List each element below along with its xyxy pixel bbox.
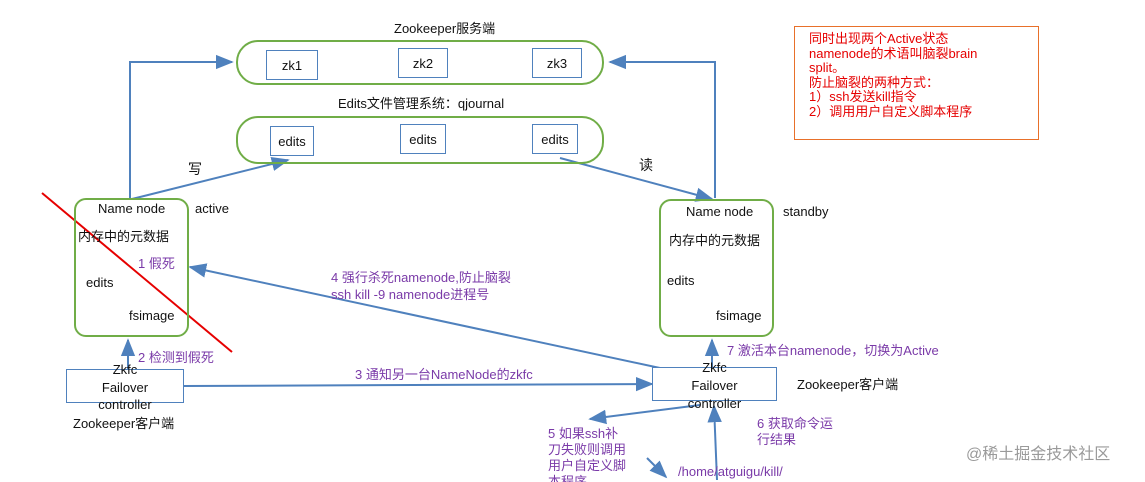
- script-path-label: /home/atguigu/kill/: [678, 464, 783, 479]
- arrow-active-to-zookeeper: [129, 54, 234, 198]
- qjournal-container: [236, 116, 604, 164]
- left-zkfc-line3: controller: [98, 397, 152, 412]
- zookeeper-server-title: Zookeeper服务端: [394, 21, 496, 36]
- edits-node-2: edits: [400, 124, 446, 154]
- edits-node-3-label: edits: [541, 131, 569, 147]
- active-state-label: active: [195, 201, 229, 216]
- active-fsimage-label: fsimage: [129, 308, 175, 323]
- edits-node-3: edits: [532, 124, 578, 154]
- step2-label: 2 检测到假死: [138, 350, 214, 365]
- zk2-label: zk2: [412, 55, 434, 71]
- zk1-label: zk1: [281, 57, 303, 73]
- zk1-node: zk1: [266, 50, 318, 80]
- arrow-call-script: [588, 404, 701, 425]
- note-line-1: 同时出现两个Active状态: [809, 31, 949, 46]
- active-metadata-label: 内存中的元数据: [78, 229, 170, 244]
- right-zkfc-line1: Zkfc: [702, 360, 727, 375]
- active-namenode-title: Name node: [98, 201, 166, 216]
- zk3-label: zk3: [546, 55, 568, 71]
- arrow-script-result: [707, 404, 722, 481]
- step5-label-line1: 5 如果ssh补: [548, 426, 619, 441]
- step4-label-line1: 4 强行杀死namenode,防止脑裂: [331, 270, 511, 285]
- zookeeper-server-container: [236, 40, 604, 85]
- write-label: 写: [188, 161, 202, 177]
- step5-label-line2: 刀失败则调用: [548, 442, 627, 457]
- edits-node-1: edits: [270, 126, 314, 156]
- standby-namenode-title: Name node: [686, 204, 754, 219]
- arrow-standby-to-zookeeper: [608, 54, 716, 198]
- edits-system-title: Edits文件管理系统：qjournal: [338, 96, 505, 111]
- watermark: @稀土掘金技术社区: [966, 446, 1111, 463]
- step3-label: 3 通知另一台NameNode的zkfc: [355, 367, 533, 382]
- step6-label-line2: 行结果: [757, 432, 797, 447]
- fake-death-label: 1 假死: [138, 256, 175, 271]
- right-zkfc-line3: controller: [687, 396, 742, 411]
- standby-edits-label: edits: [667, 273, 695, 288]
- arrow-notify-zkfc: [183, 376, 654, 392]
- note-line-2: namenode的术语叫脑裂brain: [809, 45, 978, 61]
- strike-line-red: [41, 192, 233, 353]
- note-line-6: 2）调用用户自定义脚本程序: [809, 103, 973, 119]
- left-zkfc-box: [66, 369, 184, 403]
- left-zkfc-line2: Failover: [101, 380, 149, 395]
- standby-state-label: standby: [783, 204, 829, 219]
- arrow-read: [559, 157, 714, 202]
- left-zk-client-label: Zookeeper客户端: [73, 416, 175, 431]
- standby-namenode-box: [659, 199, 774, 337]
- arrow-write: [131, 156, 290, 200]
- brain-split-note: 同时出现两个Active状态 namenode的术语叫脑裂brain split…: [794, 26, 1039, 140]
- standby-fsimage-label: fsimage: [716, 308, 762, 323]
- step4-label-line2: ssh kill -9 namenode进程号: [331, 287, 490, 302]
- note-line-5: 1）ssh发送kill指令: [809, 89, 917, 104]
- active-namenode-box: [74, 198, 189, 337]
- zk3-node: zk3: [532, 48, 582, 78]
- note-line-3: split。: [809, 60, 846, 75]
- right-zkfc-box: [652, 367, 777, 401]
- edits-node-2-label: edits: [409, 131, 437, 147]
- step5-label-line4: 本程序: [548, 474, 588, 482]
- active-edits-label: edits: [86, 275, 114, 290]
- step5-label-line3: 用户自定义脚: [548, 458, 627, 473]
- note-line-4: 防止脑裂的两种方式：: [809, 74, 940, 90]
- arrow-to-script-path: [646, 457, 668, 479]
- edits-node-1-label: edits: [278, 133, 306, 149]
- zk2-node: zk2: [398, 48, 448, 78]
- standby-metadata-label: 内存中的元数据: [669, 233, 761, 248]
- step6-label-line1: 6 获取命令运: [757, 416, 833, 431]
- left-zkfc-line1: Zkfc: [112, 362, 138, 377]
- read-label: 读: [639, 157, 653, 173]
- right-zk-client-label: Zookeeper客户端: [797, 377, 899, 392]
- step7-label: 7 激活本台namenode，切换为Active: [727, 343, 939, 358]
- arrow-kill-namenode: [188, 263, 661, 369]
- right-zkfc-line2: Failover: [691, 378, 738, 393]
